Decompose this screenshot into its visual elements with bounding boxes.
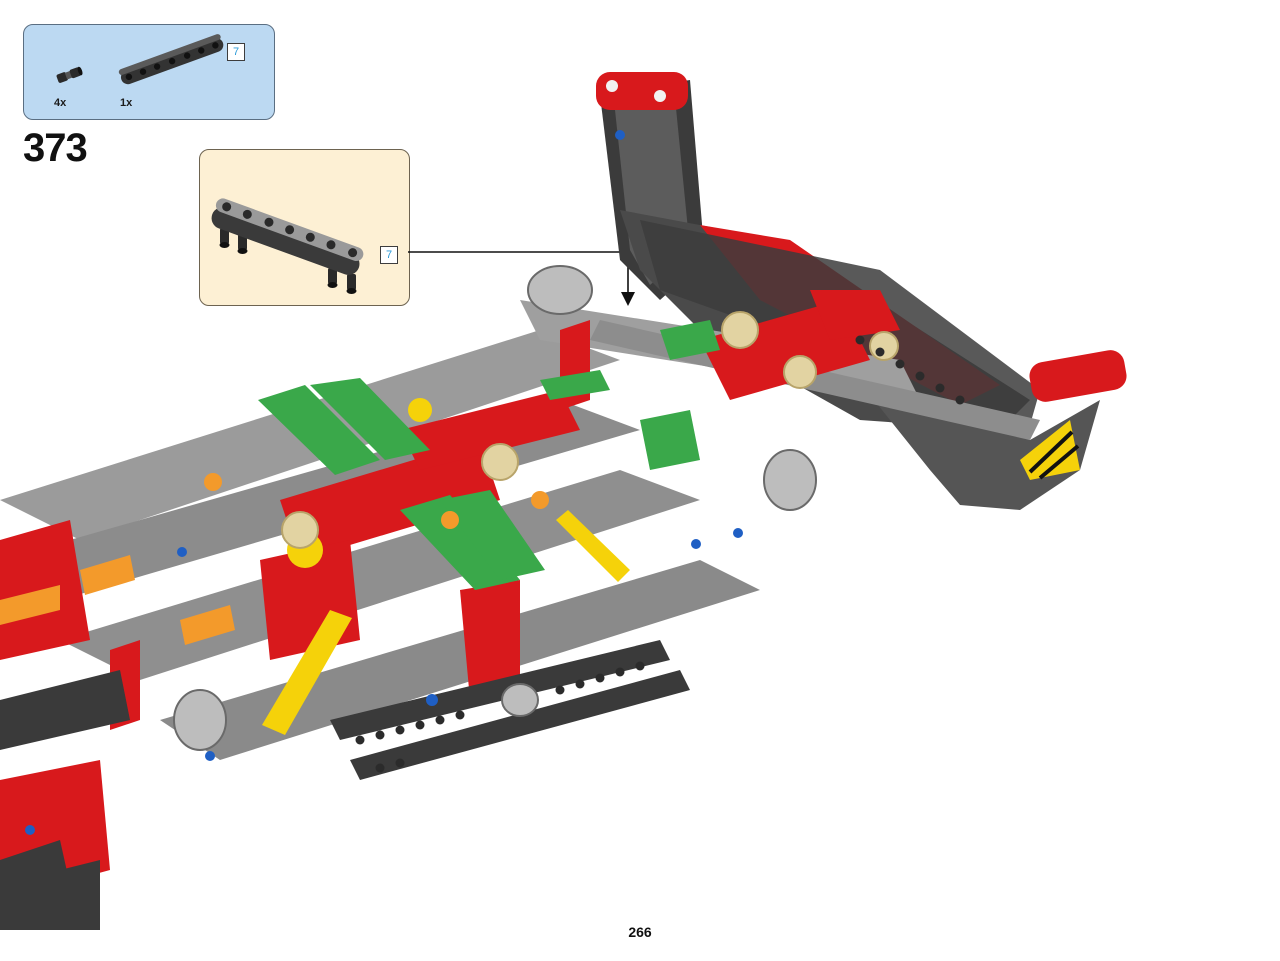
beam-with-pins-assembly-icon — [211, 198, 364, 294]
page-number: 266 — [628, 924, 652, 940]
parts-list-box: 4x 1x 7 — [23, 24, 275, 120]
step-number: 373 — [23, 126, 88, 170]
technic-beam-7-icon — [118, 34, 224, 85]
callout-length-badge: 7 — [380, 246, 398, 264]
subassembly-callout: 7 — [199, 149, 410, 306]
part-quantity-beam: 1x — [120, 97, 133, 109]
beam-length-badge: 7 — [227, 43, 245, 61]
part-quantity-pin: 4x — [54, 97, 67, 109]
friction-pin-icon — [56, 66, 83, 83]
parts-list-illustrations — [56, 34, 224, 85]
